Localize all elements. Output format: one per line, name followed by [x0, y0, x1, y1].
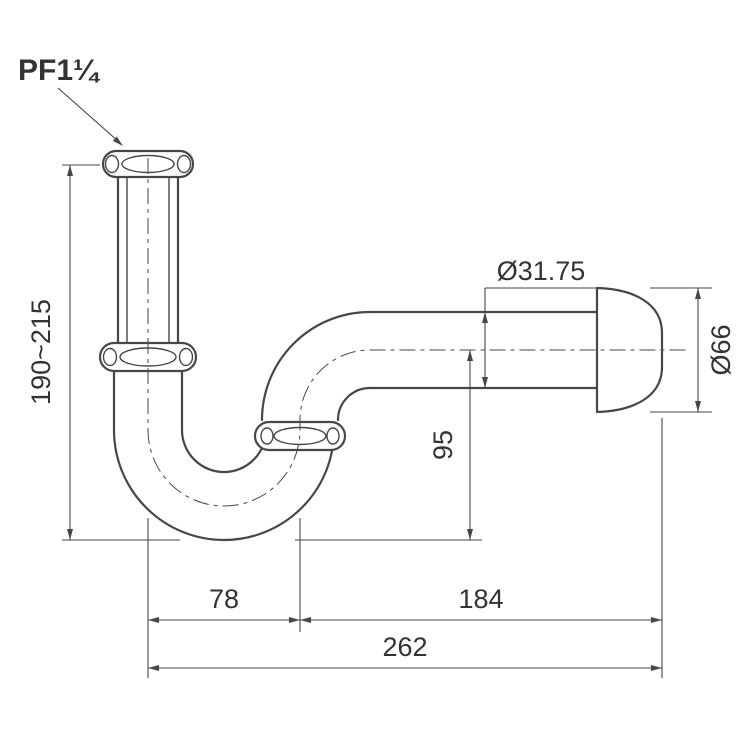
top-flange-right-detail	[176, 154, 192, 174]
dim-overall: 262	[148, 632, 662, 671]
thread-size-label: PF1¼	[18, 54, 101, 87]
outlet-elbow-and-pipe	[260, 310, 599, 422]
reach-arrow-left	[300, 617, 311, 623]
offset-arrow-left	[148, 617, 159, 623]
pipe-diameter-value: Ø31.75	[497, 256, 586, 286]
middle-nut-right-detail	[178, 347, 194, 367]
overall-length-value: 262	[382, 632, 427, 662]
overall-arrow-right	[651, 665, 662, 671]
dim-trap-depth: 95	[295, 350, 482, 541]
thread-leader-line	[57, 87, 120, 143]
height-arrow-bottom	[67, 529, 73, 540]
dim-offset: 78	[147, 518, 301, 678]
inlet-height-value: 190~215	[26, 299, 56, 405]
overall-arrow-left	[148, 665, 159, 671]
dim-inlet-height: 190~215	[26, 164, 180, 541]
inlet-pipe	[116, 170, 180, 348]
u-bend-inner-arc	[180, 428, 268, 474]
depth-arrow-top	[467, 350, 473, 361]
top-flange-left-detail	[104, 154, 120, 174]
middle-nut-left-detail	[102, 347, 118, 367]
offset-arrow-right	[289, 617, 300, 623]
depth-arrow-bottom	[467, 529, 473, 540]
dim-pipe-diameter: Ø31.75	[482, 256, 598, 388]
reach-arrow-right	[651, 617, 662, 623]
elbow-outer-arc	[260, 310, 372, 422]
riser-nut-right-detail	[326, 427, 340, 445]
thread-callout: PF1¼	[18, 54, 123, 146]
u-bend-outer-arc	[112, 428, 336, 542]
dim-flange-diameter: Ø66	[650, 287, 736, 413]
pipe-dia-arrow-top	[482, 312, 488, 323]
wall-bell-flange	[595, 286, 664, 414]
pipe-dia-arrow-bottom	[482, 377, 488, 388]
dim-reach: 184	[300, 418, 663, 678]
height-arrow-top	[67, 165, 73, 176]
elbow-inner-arc	[336, 386, 372, 422]
outlet-reach-value: 184	[458, 584, 503, 614]
riser-nut-left-detail	[260, 427, 274, 445]
pipe-centerline	[147, 158, 688, 507]
flange-dia-arrow-top	[695, 288, 701, 299]
thread-leader-arrowhead	[112, 136, 123, 146]
trap-u-bend	[112, 366, 336, 542]
flange-diameter-value: Ø66	[706, 324, 736, 375]
flange-dia-arrow-bottom	[695, 401, 701, 412]
trap-depth-value: 95	[428, 430, 458, 460]
trap-offset-value: 78	[209, 584, 239, 614]
